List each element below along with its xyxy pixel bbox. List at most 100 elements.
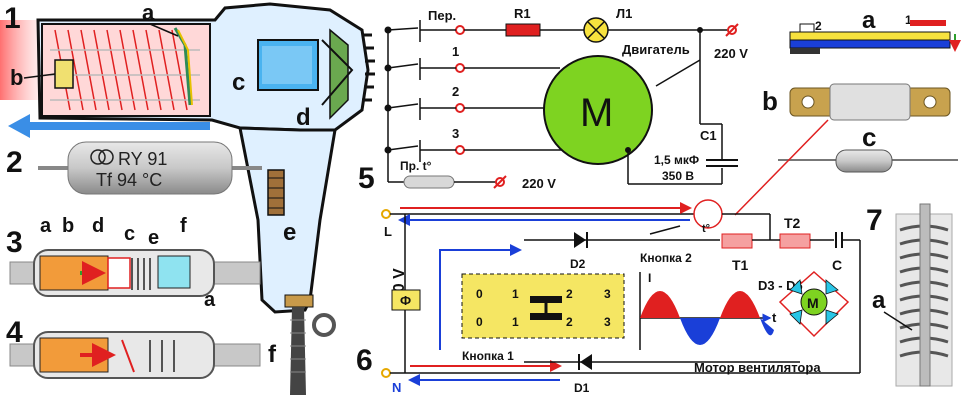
fuse-c-photo — [835, 149, 893, 173]
motor-m — [543, 55, 653, 165]
cap-name: C1 — [700, 128, 717, 143]
pellet-f — [157, 255, 191, 289]
label-3b: b — [62, 215, 74, 237]
button1-label: Кнопка 1 — [462, 349, 514, 363]
switch-label: Пер. — [428, 8, 456, 23]
mark-1: 1 — [905, 13, 912, 27]
label-3d: d — [92, 215, 104, 237]
motor-symbol: M — [580, 91, 613, 135]
ac-waveform: I t — [639, 271, 777, 350]
fan-motor-label: Мотор вентилятора — [694, 360, 821, 375]
heater-t1 — [721, 233, 753, 249]
heater-t2 — [779, 233, 811, 249]
thermostat-b — [54, 59, 74, 89]
fig3-fuse-cross-section: 3 a b d c e f a — [6, 215, 261, 311]
resistor-r1 — [505, 23, 541, 37]
sw-1b: 1 — [512, 315, 519, 329]
label-b: b — [10, 65, 23, 90]
figure-number-7: 7 — [866, 204, 883, 237]
r1-label: R1 — [514, 6, 531, 21]
thermo-t-label: t° — [702, 223, 710, 235]
phi-fuse — [391, 289, 421, 311]
line-N: N — [392, 380, 401, 395]
fig7-heater-photo: 7 a — [866, 203, 953, 387]
label-7a: a — [872, 287, 886, 314]
axis-i: I — [648, 271, 651, 285]
d1-label: D1 — [574, 381, 590, 395]
label-3a: a — [40, 215, 52, 237]
hang-loop — [312, 313, 336, 337]
fan-d — [321, 28, 354, 120]
thermo-label: Пр. t° — [400, 159, 432, 173]
label-photo-a: a — [862, 7, 876, 34]
sw-3b: 3 — [604, 315, 611, 329]
part-c — [107, 257, 131, 289]
spring-e — [131, 258, 151, 290]
c-label: C — [832, 257, 842, 273]
mark-2: 2 — [815, 19, 822, 33]
label-photo-c: c — [862, 122, 876, 152]
cap-voltage: 350 В — [662, 169, 694, 183]
figure-number-2: 2 — [6, 146, 23, 179]
motor-label: Двигатель — [622, 42, 690, 57]
voltage-bottom: 220 V — [522, 176, 556, 191]
label-a: a — [142, 0, 155, 25]
t2-label: T2 — [784, 215, 801, 231]
fig5-schematic: 5 Пер. 1 2 3 R1 Л1 220 V Двигатель — [358, 6, 748, 195]
label-f: f — [268, 341, 277, 368]
label-3a2: a — [204, 289, 216, 311]
d2-label: D2 — [570, 257, 586, 271]
fig6-schematic: 6 L N 220 V t° Ф 0 1 2 3 0 1 2 — [356, 199, 861, 395]
sw-2a: 2 — [566, 287, 573, 301]
button2-label: Кнопка 2 — [640, 251, 692, 265]
label-c: c — [232, 69, 245, 96]
fan-motor — [800, 288, 828, 316]
fig2-thermal-fuse: 2 RY 91 Tf 94 °C — [6, 141, 262, 195]
switch-e — [267, 169, 285, 216]
sw-1a: 1 — [512, 287, 519, 301]
fan-motor-symbol: M — [807, 295, 819, 311]
lamp-label: Л1 — [616, 6, 632, 21]
voltage-top: 220 V — [714, 46, 748, 61]
t1-label: T1 — [732, 257, 749, 273]
fig1-hair-dryer: 1 a b c d e f — [0, 0, 375, 395]
fuse-body — [67, 141, 233, 195]
power-cable-f — [290, 307, 306, 395]
sw-3a: 3 — [604, 287, 611, 301]
selector-switch — [387, 20, 421, 162]
label-e: e — [283, 219, 296, 246]
figure-number-5: 5 — [358, 162, 375, 195]
figure-number-6: 6 — [356, 344, 373, 377]
button1-panel — [461, 273, 625, 339]
bridge-diodes — [789, 279, 839, 325]
thermal-fuse-symbol — [403, 175, 455, 189]
fuse-marking-1: RY 91 — [118, 149, 167, 169]
sw-0a: 0 — [476, 287, 483, 301]
line-L: L — [384, 224, 392, 239]
phi-label: Ф — [400, 293, 411, 308]
pos-3: 3 — [452, 126, 459, 141]
airflow-arrow — [8, 114, 210, 138]
axis-t: t — [772, 310, 777, 325]
fig4-fuse-tripped: 4 — [6, 316, 261, 379]
thermostat-b-photo — [789, 83, 951, 121]
fuse-marking-2: Tf 94 °C — [96, 170, 162, 190]
label-3c: c — [124, 223, 135, 245]
thermostat-photos: a 2 1 b c — [734, 7, 961, 216]
pos-1: 1 — [452, 44, 459, 59]
pos-2: 2 — [452, 84, 459, 99]
label-d: d — [296, 104, 311, 131]
sw-0b: 0 — [476, 315, 483, 329]
label-photo-b: b — [762, 86, 778, 116]
air-intake-grille — [362, 33, 375, 102]
label-3e: e — [148, 227, 159, 249]
cap-value: 1,5 мкФ — [654, 153, 699, 167]
hot-air-glow — [0, 20, 40, 100]
sw-2b: 2 — [566, 315, 573, 329]
figure-number-4: 4 — [6, 316, 23, 349]
figure-number-3: 3 — [6, 226, 23, 259]
label-3f: f — [180, 215, 187, 237]
figure-number-1: 1 — [4, 2, 21, 35]
